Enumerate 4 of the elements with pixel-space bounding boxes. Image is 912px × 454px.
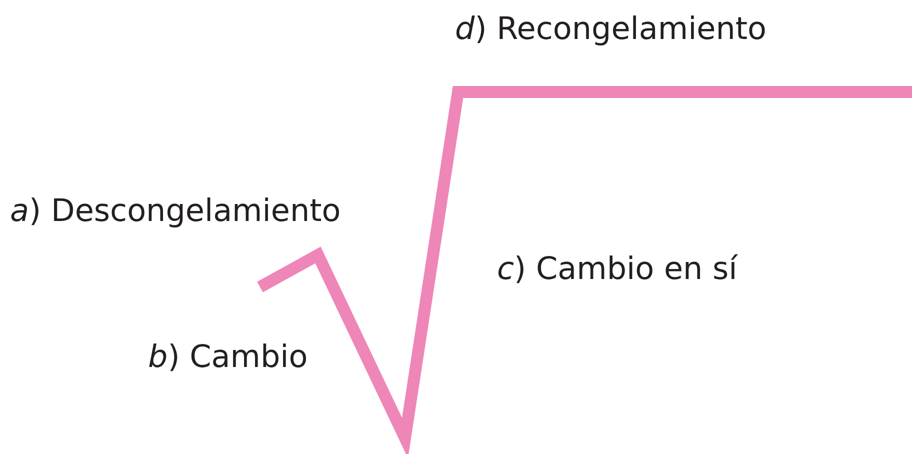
stage-label: a) Descongelamiento (10, 196, 341, 227)
stage-label: b) Cambio (148, 342, 308, 373)
stage-label: c) Cambio en sí (497, 254, 738, 285)
stage-label: d) Recongelamiento (455, 14, 767, 45)
